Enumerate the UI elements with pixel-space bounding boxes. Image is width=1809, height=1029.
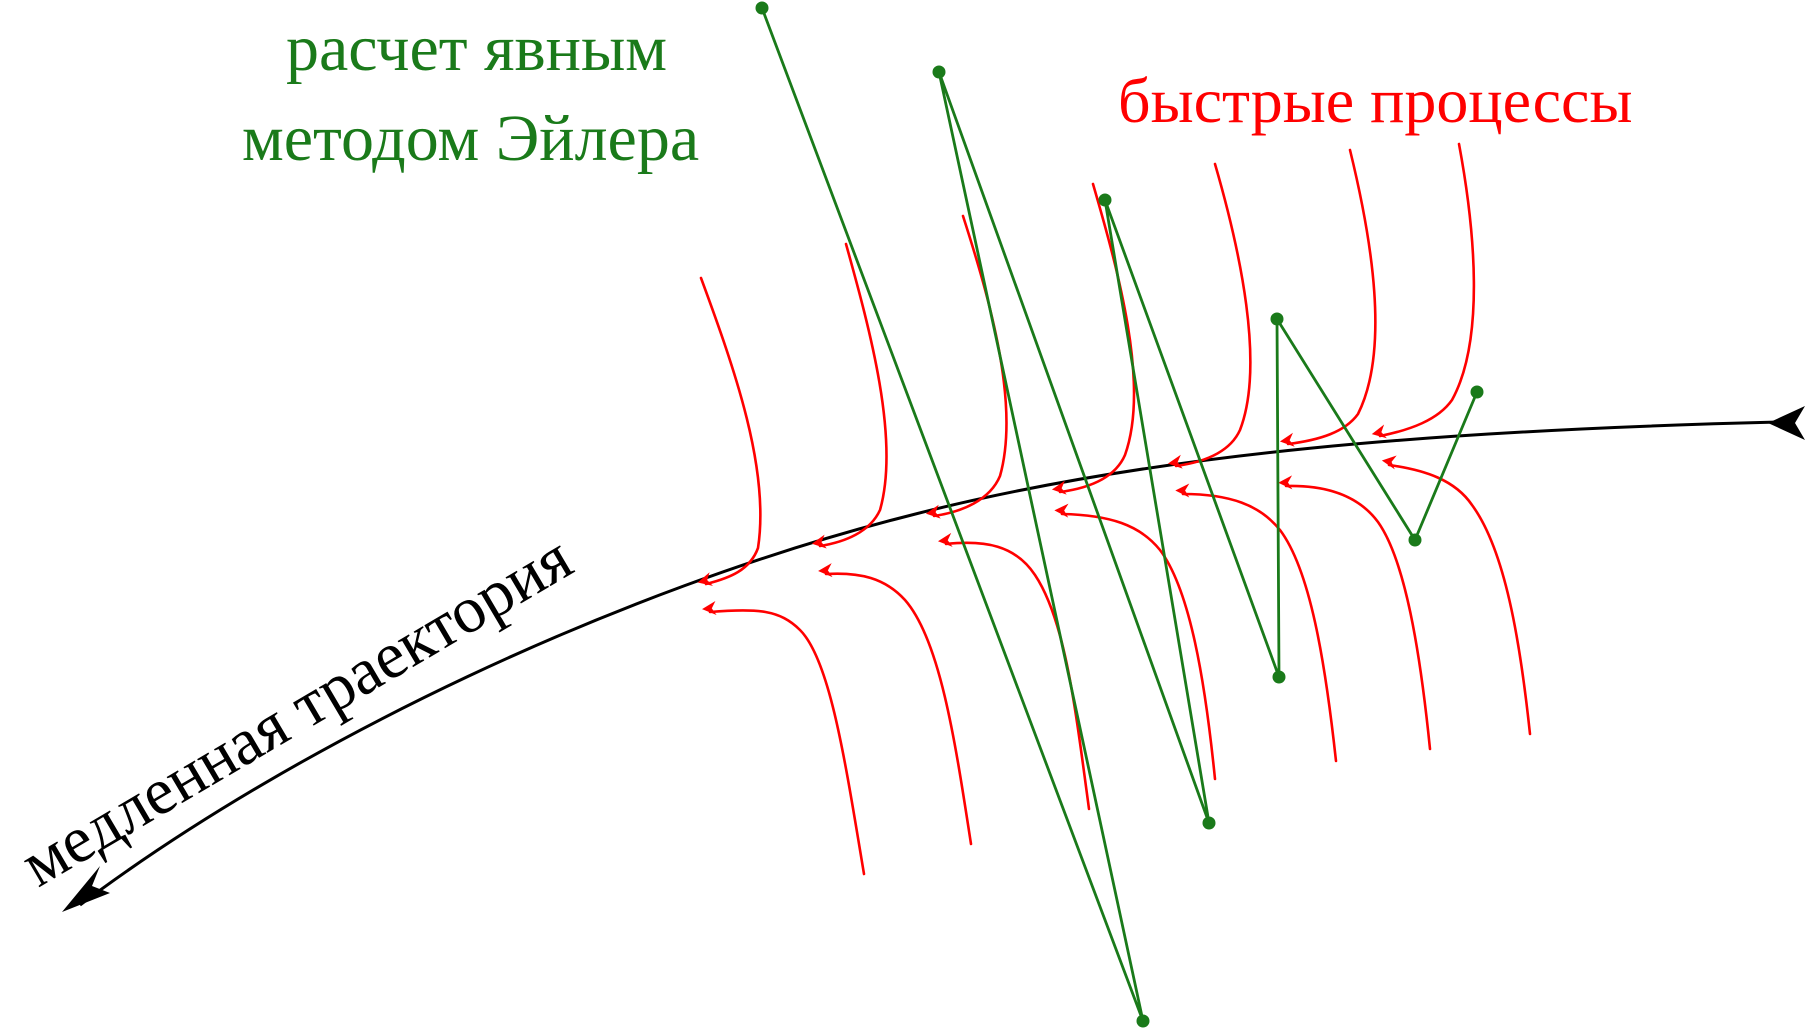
slow-trajectory-label: медленная траектория [9, 521, 584, 901]
slow-trajectory-end-arrowhead [62, 866, 110, 912]
euler-point [1270, 312, 1284, 326]
fast-curve [1175, 483, 1338, 763]
fast-curve [1278, 475, 1432, 751]
euler-iterations [755, 1, 1484, 1028]
fast-curve [1381, 455, 1532, 736]
fast-curve [1054, 503, 1217, 781]
euler-point [755, 1, 769, 15]
euler-point [1202, 816, 1216, 830]
fast-curve [818, 563, 973, 846]
fast-curve [1167, 162, 1252, 469]
euler-point [1098, 193, 1112, 207]
euler-point [1272, 670, 1286, 684]
fast-curve [1279, 148, 1377, 447]
fast-curve [937, 532, 1091, 811]
euler-point [1136, 1014, 1150, 1028]
euler-label-line2: методом Эйлера [242, 102, 699, 175]
fast-curve [925, 214, 1008, 519]
euler-polyline [760, 7, 1479, 1023]
slow-trajectory-start-marker [1768, 406, 1805, 440]
euler-point [1470, 385, 1484, 399]
fast-curves-below [702, 455, 1532, 876]
fast-curve [702, 601, 866, 876]
slow-trajectory [62, 406, 1805, 912]
slow-trajectory-line [79, 420, 1781, 907]
fast-processes-label: быстрые процессы [1118, 65, 1632, 136]
fast-curve [811, 242, 888, 549]
euler-point [1408, 533, 1422, 547]
fast-curve [697, 276, 762, 586]
fast-curves-above [697, 142, 1476, 586]
fast-curve [1051, 182, 1136, 495]
fast-curve [1371, 142, 1476, 439]
euler-label-line1: расчет явным [286, 12, 667, 85]
euler-point [932, 65, 946, 79]
